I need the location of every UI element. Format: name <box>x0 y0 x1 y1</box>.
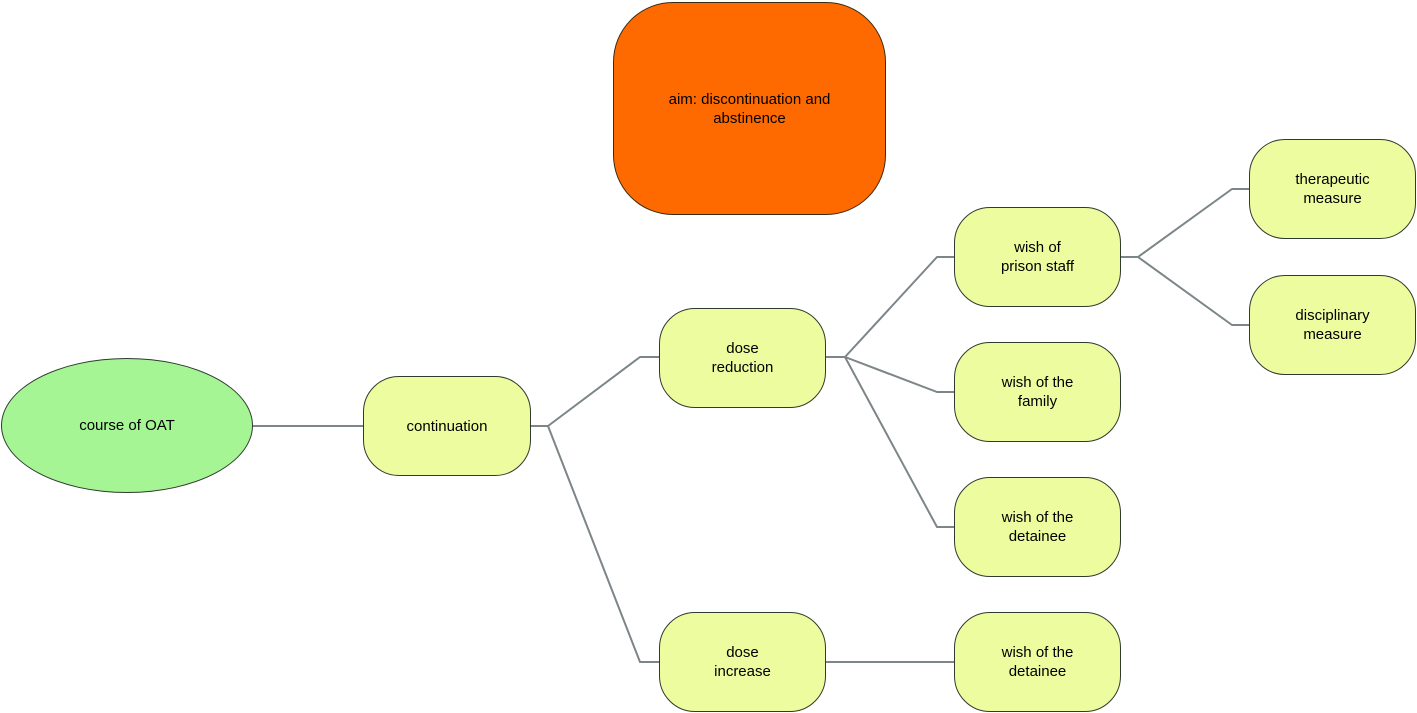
dose-reduction-label: dose reduction <box>711 340 774 376</box>
node-dose-increase: dose increase <box>659 612 826 712</box>
aim-label: aim: discontinuation and abstinence <box>668 90 831 127</box>
wish-prison-staff-label: wish of prison staff <box>1000 239 1075 275</box>
node-therapeutic-measure: therapeutic measure <box>1249 139 1416 239</box>
dose-increase-label: dose increase <box>714 644 771 680</box>
node-wish-of-the-family: wish of the family <box>954 342 1121 442</box>
node-continuation: continuation <box>363 376 531 476</box>
connector-dose-reduction-family <box>826 356 954 393</box>
connector-dose-reduction-prison-staff <box>826 256 954 358</box>
node-dose-reduction: dose reduction <box>659 308 826 408</box>
node-wish-of-prison-staff: wish of prison staff <box>954 207 1121 307</box>
aim-node: aim: discontinuation and abstinence <box>613 2 886 215</box>
connector-continuation-dose-reduction <box>531 356 659 427</box>
connector-prison-staff-disciplinary <box>1121 256 1249 326</box>
connector-prison-staff-therapeutic <box>1121 188 1249 258</box>
therapeutic-measure-label: therapeutic measure <box>1295 171 1370 207</box>
wish-family-label: wish of the family <box>1001 374 1074 410</box>
root-label: course of OAT <box>79 417 175 434</box>
connector-continuation-dose-increase <box>531 425 659 663</box>
disciplinary-measure-label: disciplinary measure <box>1295 307 1370 343</box>
connector-dose-reduction-detainee <box>826 356 954 528</box>
node-wish-of-the-detainee-reduction: wish of the detainee <box>954 477 1121 577</box>
node-disciplinary-measure: disciplinary measure <box>1249 275 1416 375</box>
node-wish-of-the-detainee-increase: wish of the detainee <box>954 612 1121 712</box>
wish-detainee-reduction-label: wish of the detainee <box>1001 509 1074 545</box>
root-node-course-of-oat: course of OAT <box>1 358 253 493</box>
continuation-label: continuation <box>406 417 488 435</box>
wish-detainee-increase-label: wish of the detainee <box>1001 644 1074 680</box>
